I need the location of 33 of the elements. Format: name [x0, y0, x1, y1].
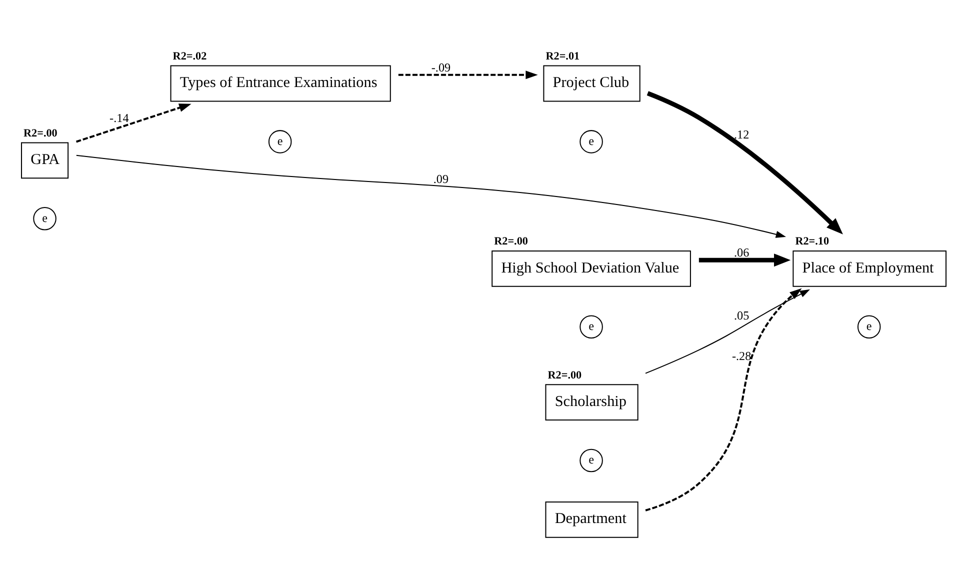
arrow: [644, 288, 802, 511]
arrow: [646, 90, 842, 234]
node-label: R2=.10: [794, 235, 829, 248]
arrow: [698, 253, 790, 266]
node-circle: e: [579, 314, 602, 338]
edge-label: -.28: [731, 348, 751, 362]
node-circle: e: [579, 130, 602, 153]
node-box: GPA: [20, 142, 68, 178]
node-box: Types of Entrance Examinations: [170, 64, 390, 102]
arrow: [398, 70, 538, 79]
node-circle: e: [268, 130, 292, 153]
arrow: [644, 288, 810, 374]
node-box: Project Club: [542, 64, 640, 102]
edge-label: -.14: [109, 110, 128, 125]
edge-label: .06: [733, 245, 749, 260]
edge-label: .09: [432, 171, 448, 186]
node-circle: e: [32, 206, 56, 230]
node-label: R2=.00: [494, 235, 528, 248]
node-label: R2=.01: [545, 50, 580, 62]
node-circle: e: [579, 448, 602, 472]
node-label: R2=.02: [172, 50, 206, 62]
arrow: [76, 154, 786, 238]
node-label: R2=.00: [547, 368, 582, 381]
arrow: [75, 103, 191, 142]
node-box: Scholarship: [544, 384, 638, 420]
node-box: High School Deviation Value: [491, 250, 690, 286]
edge-label: .12: [733, 126, 749, 141]
edge-label: .05: [733, 308, 749, 322]
node-circle: e: [856, 314, 880, 338]
node-box: Place of Employment: [792, 250, 946, 286]
node-box: Department: [544, 500, 638, 538]
node-label: R2=.00: [23, 126, 57, 139]
edge-label: -.09: [430, 60, 450, 74]
